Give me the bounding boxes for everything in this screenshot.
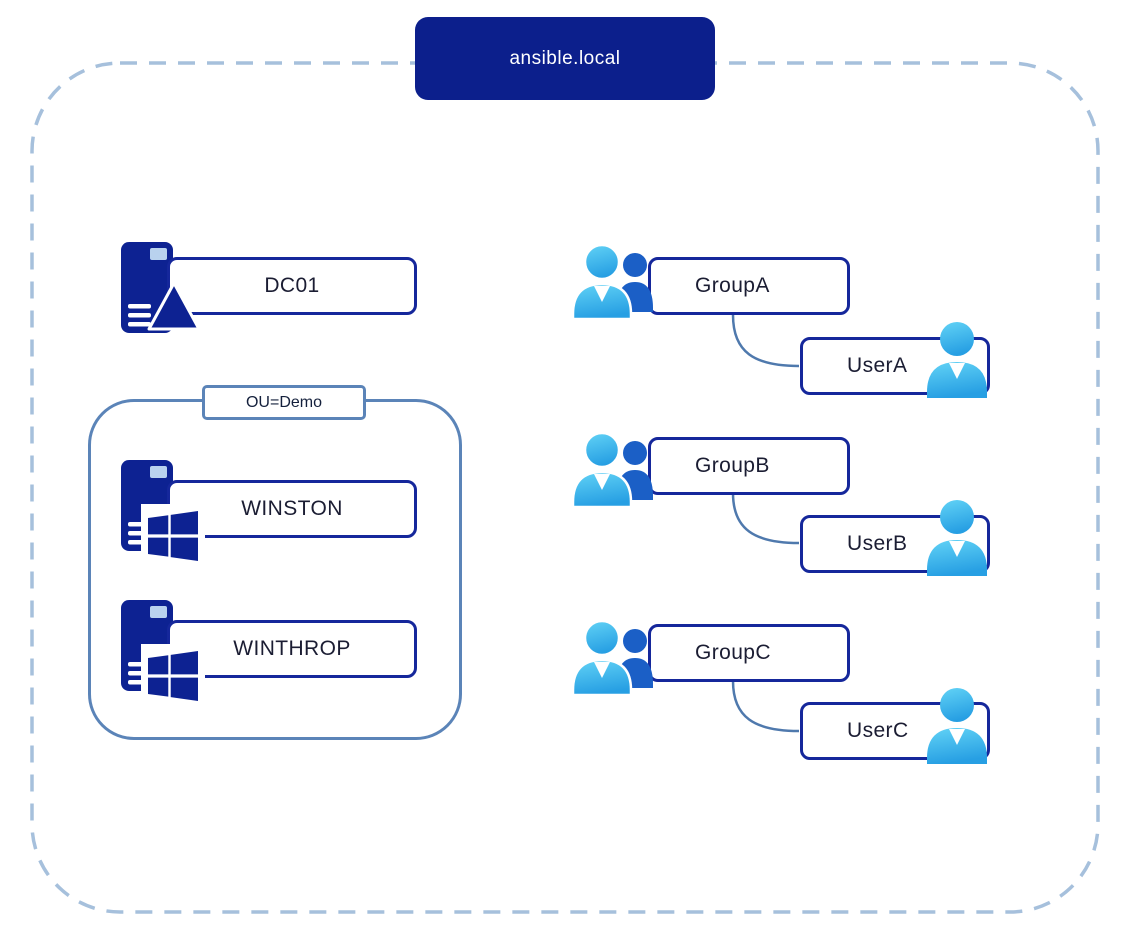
winthrop-label: WINTHROP bbox=[233, 637, 351, 660]
userB-label: UserB bbox=[847, 532, 908, 555]
group-people-icon-b bbox=[571, 431, 653, 509]
winston-label: WINSTON bbox=[241, 497, 343, 520]
dc-delta-triangle-icon bbox=[147, 281, 201, 331]
user-person-icon-b bbox=[927, 500, 987, 576]
groupC-box: GroupC bbox=[648, 624, 850, 682]
ou-label: OU=Demo bbox=[245, 393, 323, 411]
groupC-label: GroupC bbox=[695, 641, 771, 664]
winston-box: WINSTON bbox=[167, 480, 417, 538]
windows-flag bbox=[148, 511, 198, 561]
domain-header: ansible.local bbox=[415, 17, 715, 100]
connector-groupA-userA bbox=[731, 314, 800, 368]
dc01-box: DC01 bbox=[167, 257, 417, 315]
dc01-label: DC01 bbox=[264, 274, 320, 297]
groupA-label: GroupA bbox=[695, 274, 770, 297]
windows-logo-icon-winston bbox=[141, 504, 205, 568]
connector-groupB-userB bbox=[731, 492, 800, 545]
windows-logo-icon-winthrop bbox=[141, 644, 205, 708]
ou-label-box: OU=Demo bbox=[202, 385, 366, 420]
userA-label: UserA bbox=[847, 354, 908, 377]
winthrop-box: WINTHROP bbox=[167, 620, 417, 678]
userC-label: UserC bbox=[847, 719, 909, 742]
groupB-label: GroupB bbox=[695, 454, 770, 477]
group-people-icon-c bbox=[571, 619, 653, 697]
user-person-icon-a bbox=[927, 322, 987, 398]
groupA-box: GroupA bbox=[648, 257, 850, 315]
group-people-icon-a bbox=[571, 243, 653, 321]
connector-groupC-userC bbox=[731, 680, 800, 733]
user-person-icon-c bbox=[927, 688, 987, 764]
windows-flag bbox=[148, 651, 198, 701]
domain-name: ansible.local bbox=[509, 47, 621, 69]
groupB-box: GroupB bbox=[648, 437, 850, 495]
